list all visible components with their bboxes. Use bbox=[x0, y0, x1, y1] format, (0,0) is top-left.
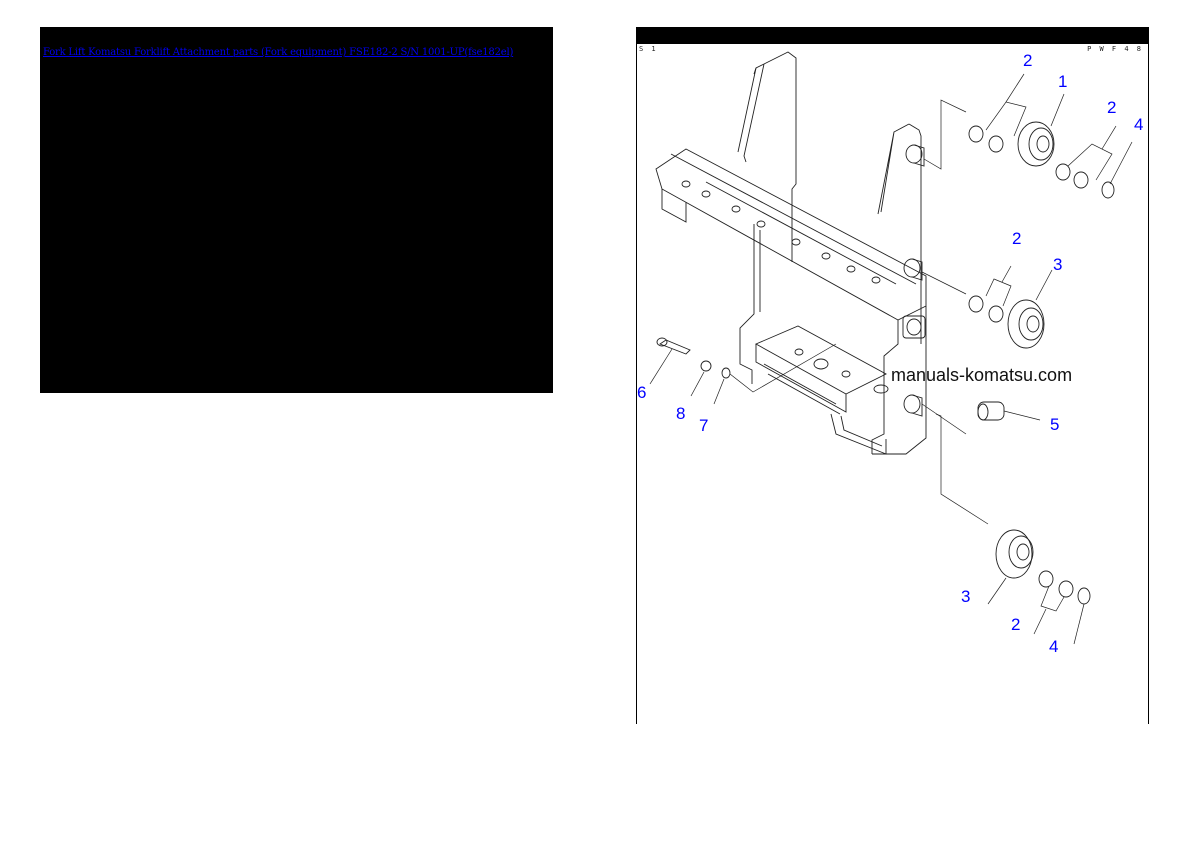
exploded-view-drawing bbox=[649, 51, 1133, 645]
parts-title-link[interactable]: Fork Lift Komatsu Forklift Attachment pa… bbox=[43, 47, 514, 58]
diagram-border-left bbox=[636, 44, 637, 724]
callout-4-bottom: 4 bbox=[1049, 637, 1059, 656]
callout-2-top-left: 2 bbox=[1023, 51, 1033, 70]
callout-1: 1 bbox=[1058, 72, 1068, 91]
diagram-border-right bbox=[1148, 44, 1149, 724]
callout-8: 8 bbox=[676, 404, 686, 423]
callout-2-middle: 2 bbox=[1012, 229, 1022, 248]
callout-4-top: 4 bbox=[1134, 115, 1144, 134]
diagram-header-bar bbox=[636, 27, 1149, 44]
sheet-code-left: S 1 bbox=[639, 45, 658, 53]
sheet-code-right: P W F 4 8 bbox=[1087, 45, 1143, 53]
callout-5: 5 bbox=[1050, 415, 1060, 434]
callout-3-bottom: 3 bbox=[961, 587, 971, 606]
callout-2-top-right: 2 bbox=[1107, 98, 1117, 117]
watermark: manuals-komatsu.com bbox=[891, 365, 1073, 385]
callout-3-middle: 3 bbox=[1053, 255, 1063, 274]
callout-7: 7 bbox=[699, 416, 709, 435]
callout-2-bottom: 2 bbox=[1011, 615, 1021, 634]
parts-diagram: S 1 P W F 4 8 bbox=[636, 27, 1149, 724]
title-panel: Fork Lift Komatsu Forklift Attachment pa… bbox=[40, 27, 553, 393]
callout-6: 6 bbox=[637, 383, 647, 402]
